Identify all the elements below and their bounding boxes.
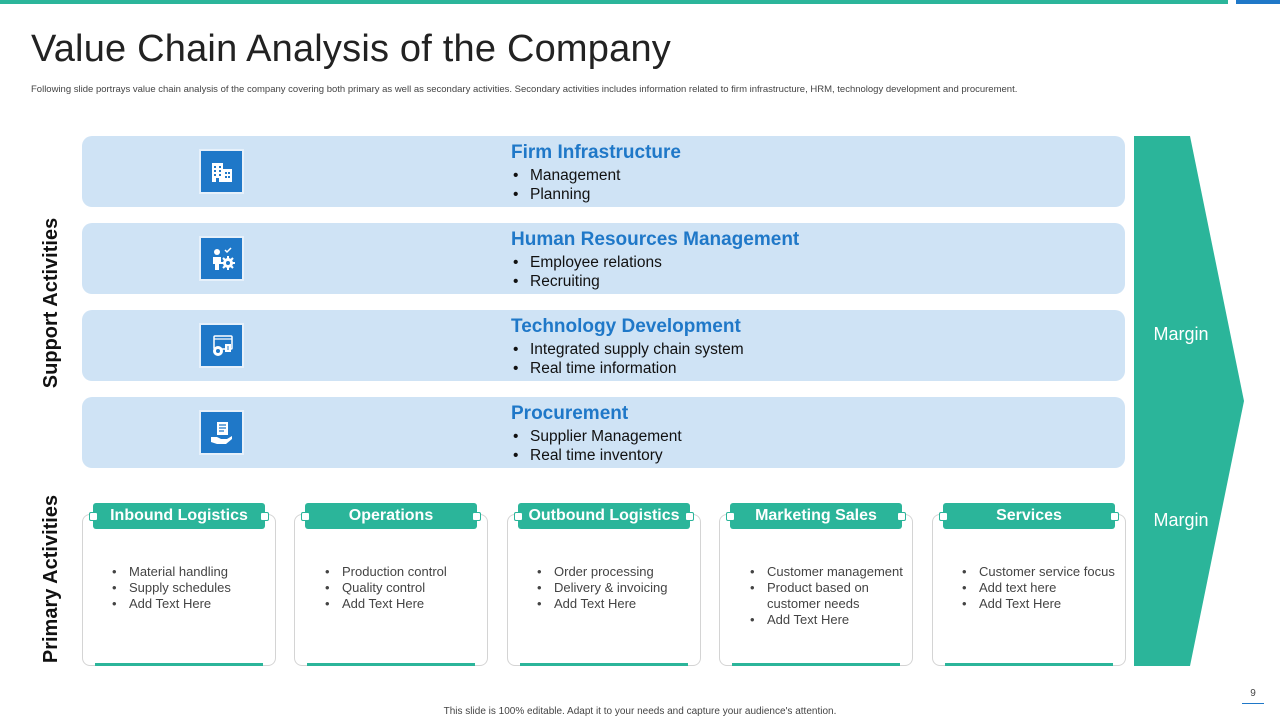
support-row-human-resources: Human Resources Management Employee rela… <box>82 223 1125 294</box>
support-bullet: Management <box>511 166 681 185</box>
support-bullet: Real time inventory <box>511 446 682 465</box>
primary-bullet: Add Text Here <box>110 596 231 612</box>
page-subtitle: Following slide portrays value chain ana… <box>31 84 1018 95</box>
footer-note: This slide is 100% editable. Adapt it to… <box>443 706 837 717</box>
support-bullet: Planning <box>511 185 681 204</box>
primary-bullet-continuation: customer needs <box>767 596 860 611</box>
support-bullet: Real time information <box>511 359 744 378</box>
support-heading: Technology Development <box>511 316 741 337</box>
primary-bullet-list: Order processing Delivery & invoicing Ad… <box>535 564 667 612</box>
primary-bullet-list: Material handling Supply schedules Add T… <box>110 564 231 612</box>
primary-bullet: Supply schedules <box>110 580 231 596</box>
page-number: 9 <box>1250 688 1256 699</box>
support-bullet: Integrated supply chain system <box>511 340 744 359</box>
procurement-hand-icon <box>199 410 244 455</box>
person-gear-icon <box>199 236 244 281</box>
support-row-technology-development: Technology Development Integrated supply… <box>82 310 1125 381</box>
primary-bullet: Production control <box>323 564 447 580</box>
top-accent-bar-blue <box>1236 0 1280 4</box>
support-bullet: Employee relations <box>511 253 799 272</box>
primary-bullet: Add Text Here <box>535 596 667 612</box>
primary-bullet: Material handling <box>110 564 231 580</box>
primary-header: Marketing Sales <box>726 503 906 529</box>
primary-bullet: Add text here <box>960 580 1115 596</box>
margin-label-bottom: Margin <box>1153 510 1209 530</box>
margin-arrow <box>1134 136 1244 666</box>
tech-gear-icon <box>199 323 244 368</box>
primary-bullet: Delivery & invoicing <box>535 580 667 596</box>
primary-header: Inbound Logistics <box>89 503 269 529</box>
margin-label-top: Margin <box>1153 324 1209 344</box>
primary-bullet: Quality control <box>323 580 447 596</box>
primary-bullet: Customer management <box>748 564 903 580</box>
page-title: Value Chain Analysis of the Company <box>31 28 671 70</box>
support-bullet: Supplier Management <box>511 427 682 446</box>
support-activities-label: Support Activities <box>40 217 62 389</box>
primary-bullet: Order processing <box>535 564 667 580</box>
support-row-firm-infrastructure: Firm Infrastructure Management Planning <box>82 136 1125 207</box>
primary-bullet: Add Text Here <box>960 596 1115 612</box>
primary-bullet-list: Customer management Product based on cus… <box>748 564 903 628</box>
primary-header-label: Marketing Sales <box>755 507 877 524</box>
primary-bullet-list: Customer service focus Add text here Add… <box>960 564 1115 612</box>
primary-header: Services <box>939 503 1119 529</box>
support-bullet: Recruiting <box>511 272 799 291</box>
primary-header-label: Inbound Logistics <box>110 507 248 524</box>
primary-bullet: Customer service focus <box>960 564 1115 580</box>
primary-bullet: Product based on <box>748 580 903 596</box>
top-accent-bar-teal <box>0 0 1228 4</box>
support-heading: Procurement <box>511 403 629 424</box>
primary-bullet-list: Production control Quality control Add T… <box>323 564 447 612</box>
primary-activities-label: Primary Activities <box>40 494 62 664</box>
primary-bullet: Add Text Here <box>323 596 447 612</box>
primary-header-label: Services <box>996 507 1062 524</box>
primary-header: Operations <box>301 503 481 529</box>
primary-bullet: Add Text Here <box>748 612 903 628</box>
page-number-underline <box>1242 703 1264 704</box>
primary-header: Outbound Logistics <box>514 503 694 529</box>
building-icon <box>199 149 244 194</box>
support-heading: Human Resources Management <box>511 229 800 250</box>
primary-header-label: Outbound Logistics <box>528 507 680 524</box>
support-row-procurement: Procurement Supplier Management Real tim… <box>82 397 1125 468</box>
support-heading: Firm Infrastructure <box>511 142 681 163</box>
primary-header-label: Operations <box>348 507 434 524</box>
